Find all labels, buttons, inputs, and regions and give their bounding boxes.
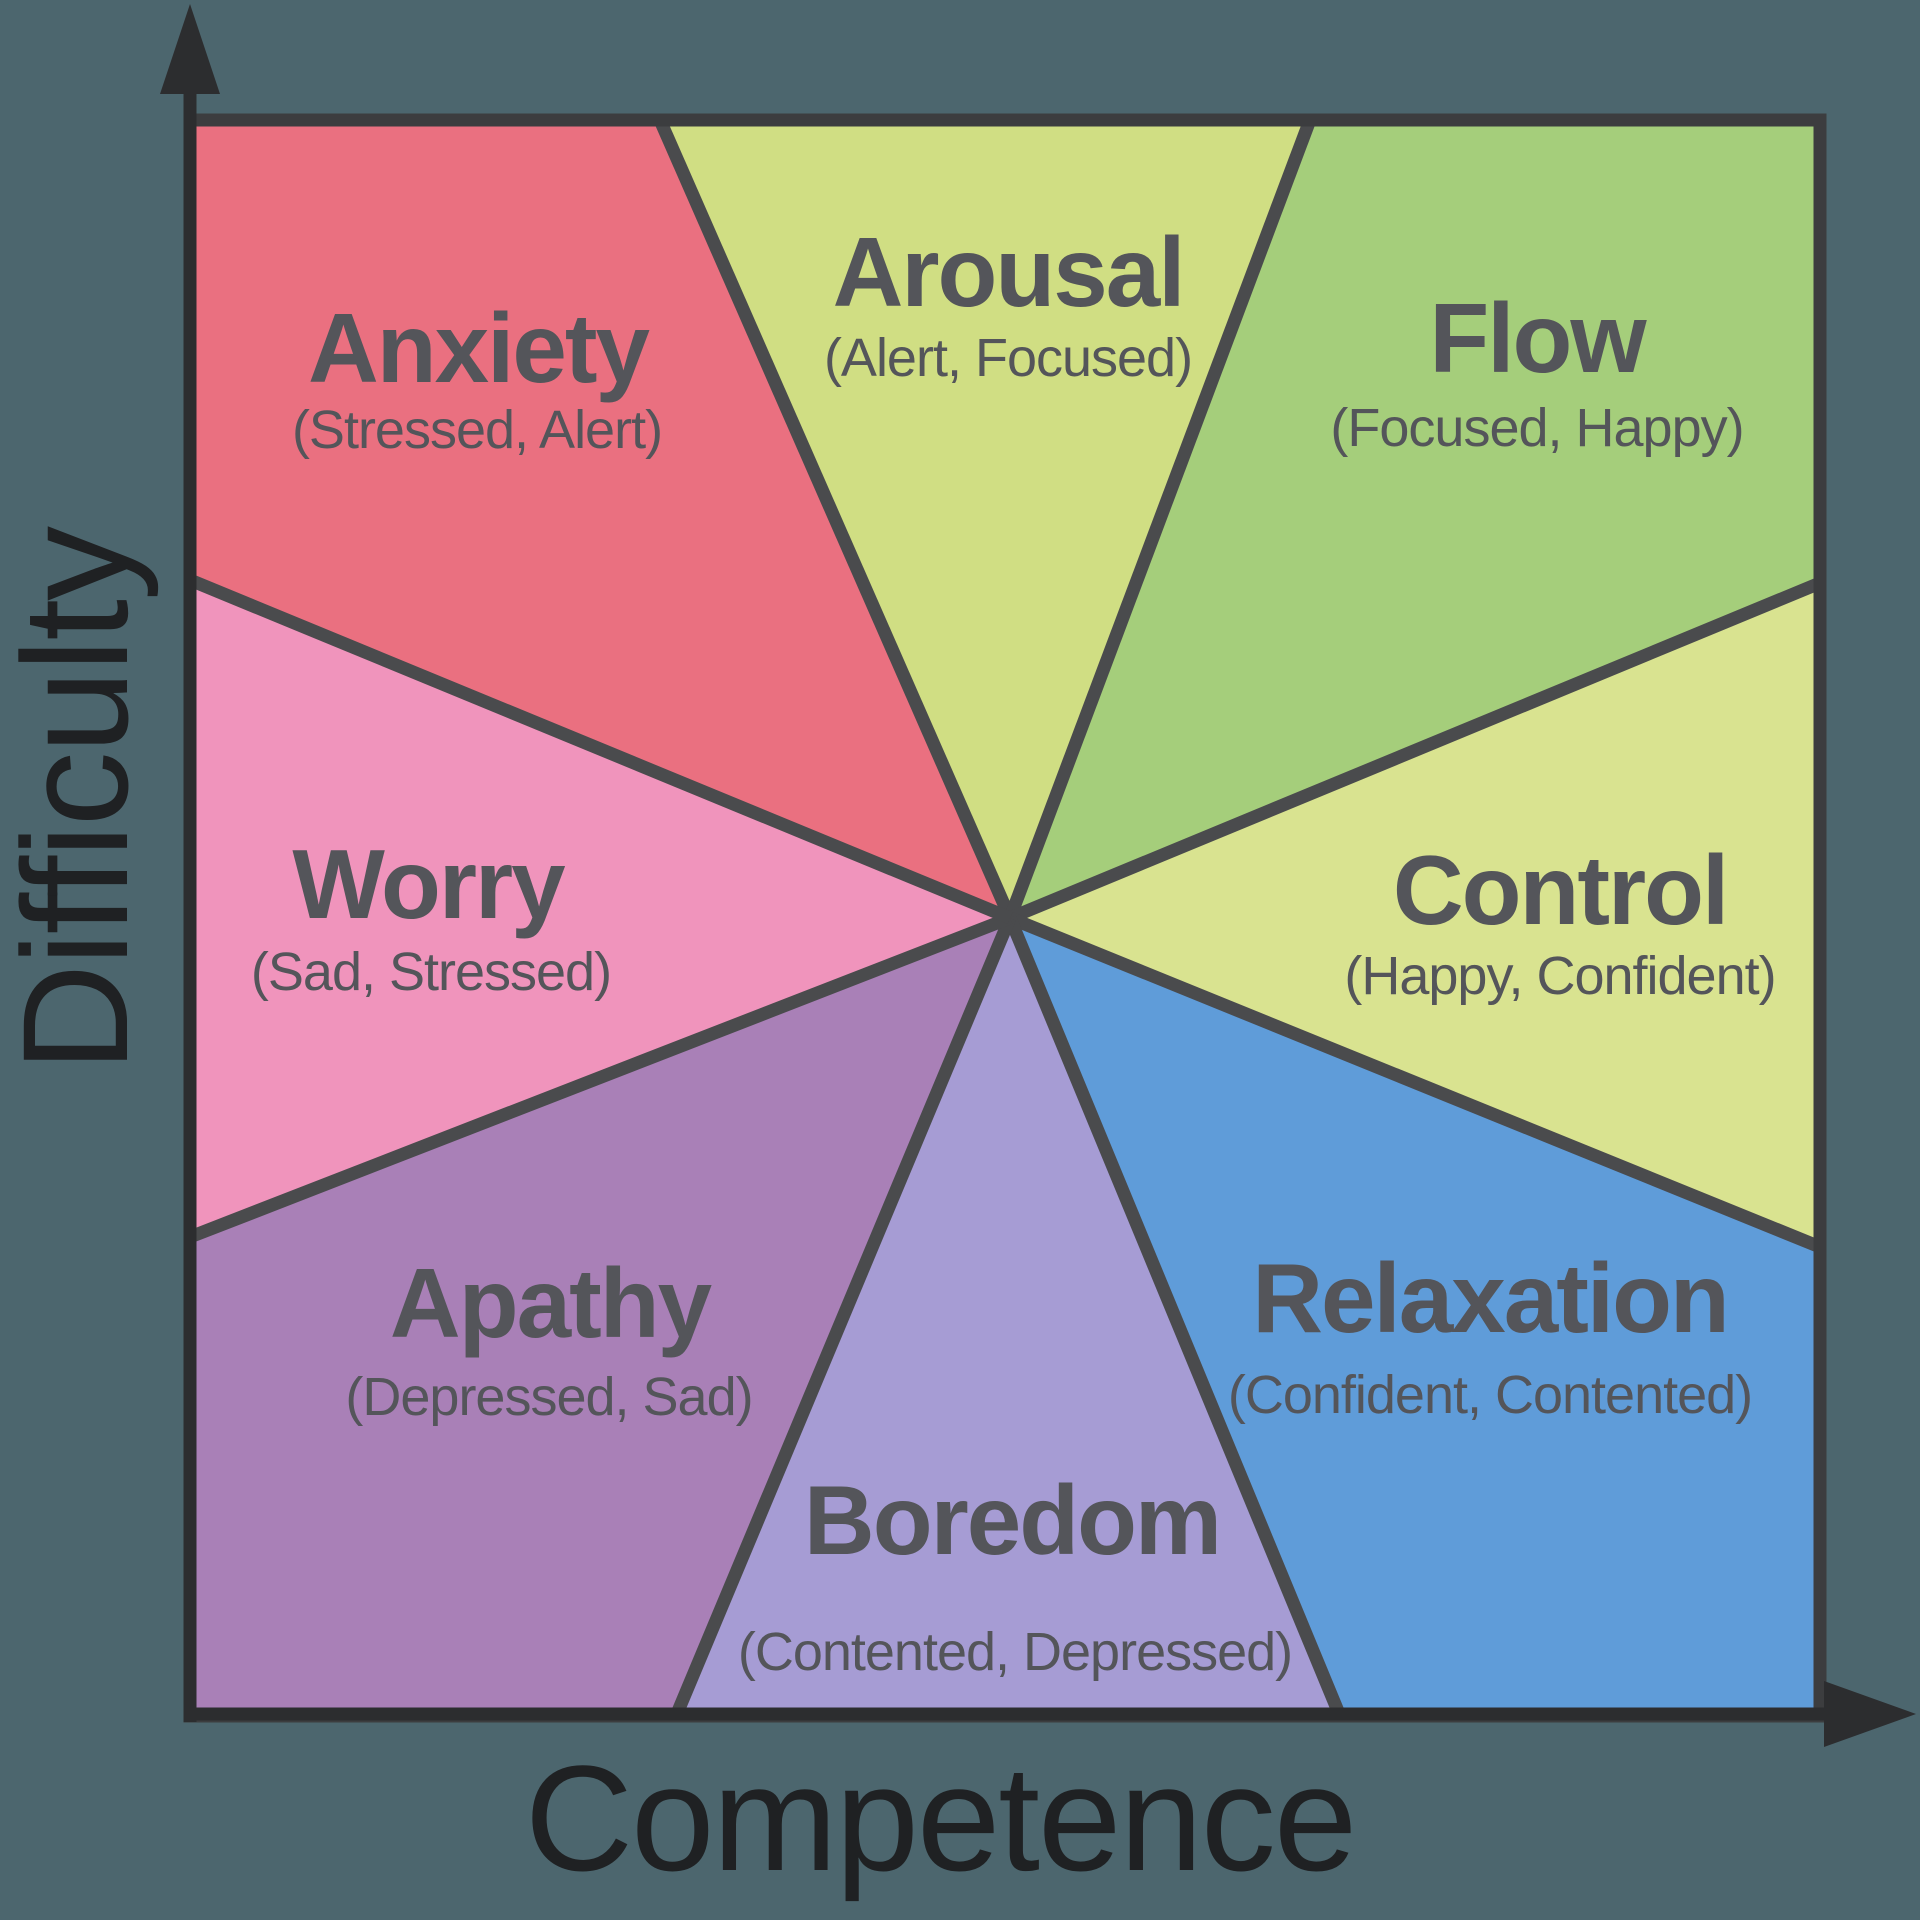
y-axis-line — [183, 60, 197, 1722]
sector-apathy-sublabel: (Depressed, Sad) — [345, 1367, 753, 1427]
divider-apathy-worry — [187, 911, 1013, 1244]
divider-relaxation-boredom — [1003, 915, 1347, 1719]
sector-worry-region — [190, 580, 1010, 1237]
sector-flow-label: Flow — [1429, 283, 1646, 393]
sector-boredom-sublabel: (Contented, Depressed) — [737, 1622, 1293, 1682]
sector-relaxation-label: Relaxation — [1252, 1243, 1730, 1353]
divider-flow-control — [1007, 576, 1823, 925]
sector-relaxation-sublabel: (Confident, Contented) — [1227, 1365, 1753, 1425]
sector-apathy-region — [190, 918, 1010, 1716]
sector-anxiety-region — [190, 120, 1010, 918]
y-axis-label: Difficulty — [0, 527, 159, 1073]
sector-anxiety-sublabel: (Stressed, Alert) — [291, 400, 663, 460]
sector-control-region — [1010, 583, 1820, 1247]
sector-worry-sublabel: (Sad, Stressed) — [250, 942, 612, 1002]
y-axis-arrow-icon — [160, 4, 220, 94]
divider-anxiety-arousal — [654, 117, 1016, 921]
x-axis-line — [185, 1707, 1840, 1721]
sector-regions — [190, 120, 1820, 1716]
sector-flow-sublabel: (Focused, Happy) — [1330, 398, 1744, 458]
x-axis-label: Competence — [524, 1734, 1357, 1902]
sector-anxiety-label: Anxiety — [307, 293, 650, 403]
sector-arousal-label: Arousal — [832, 217, 1186, 327]
sector-arousal-region — [660, 120, 1310, 918]
sector-boredom-region — [676, 918, 1340, 1716]
x-axis-arrow-icon — [1824, 1681, 1916, 1747]
sector-control-sublabel: (Happy, Confident) — [1344, 946, 1776, 1006]
sector-boredom-label: Boredom — [803, 1465, 1222, 1575]
sector-apathy-label: Apathy — [389, 1248, 712, 1358]
divider-arousal-flow — [1003, 117, 1317, 921]
divider-boredom-apathy — [670, 915, 1016, 1719]
sector-flow-region — [1010, 120, 1820, 918]
axes-lines — [160, 4, 1916, 1747]
sector-worry-label: Worry — [292, 829, 565, 939]
sector-control-label: Control — [1392, 835, 1729, 945]
sector-relaxation-region — [1010, 918, 1820, 1716]
sector-arousal-sublabel: (Alert, Focused) — [823, 328, 1193, 388]
divider-worry-anxiety — [187, 573, 1013, 925]
sector-dividers — [187, 117, 1823, 1719]
divider-control-relaxation — [1007, 911, 1823, 1254]
